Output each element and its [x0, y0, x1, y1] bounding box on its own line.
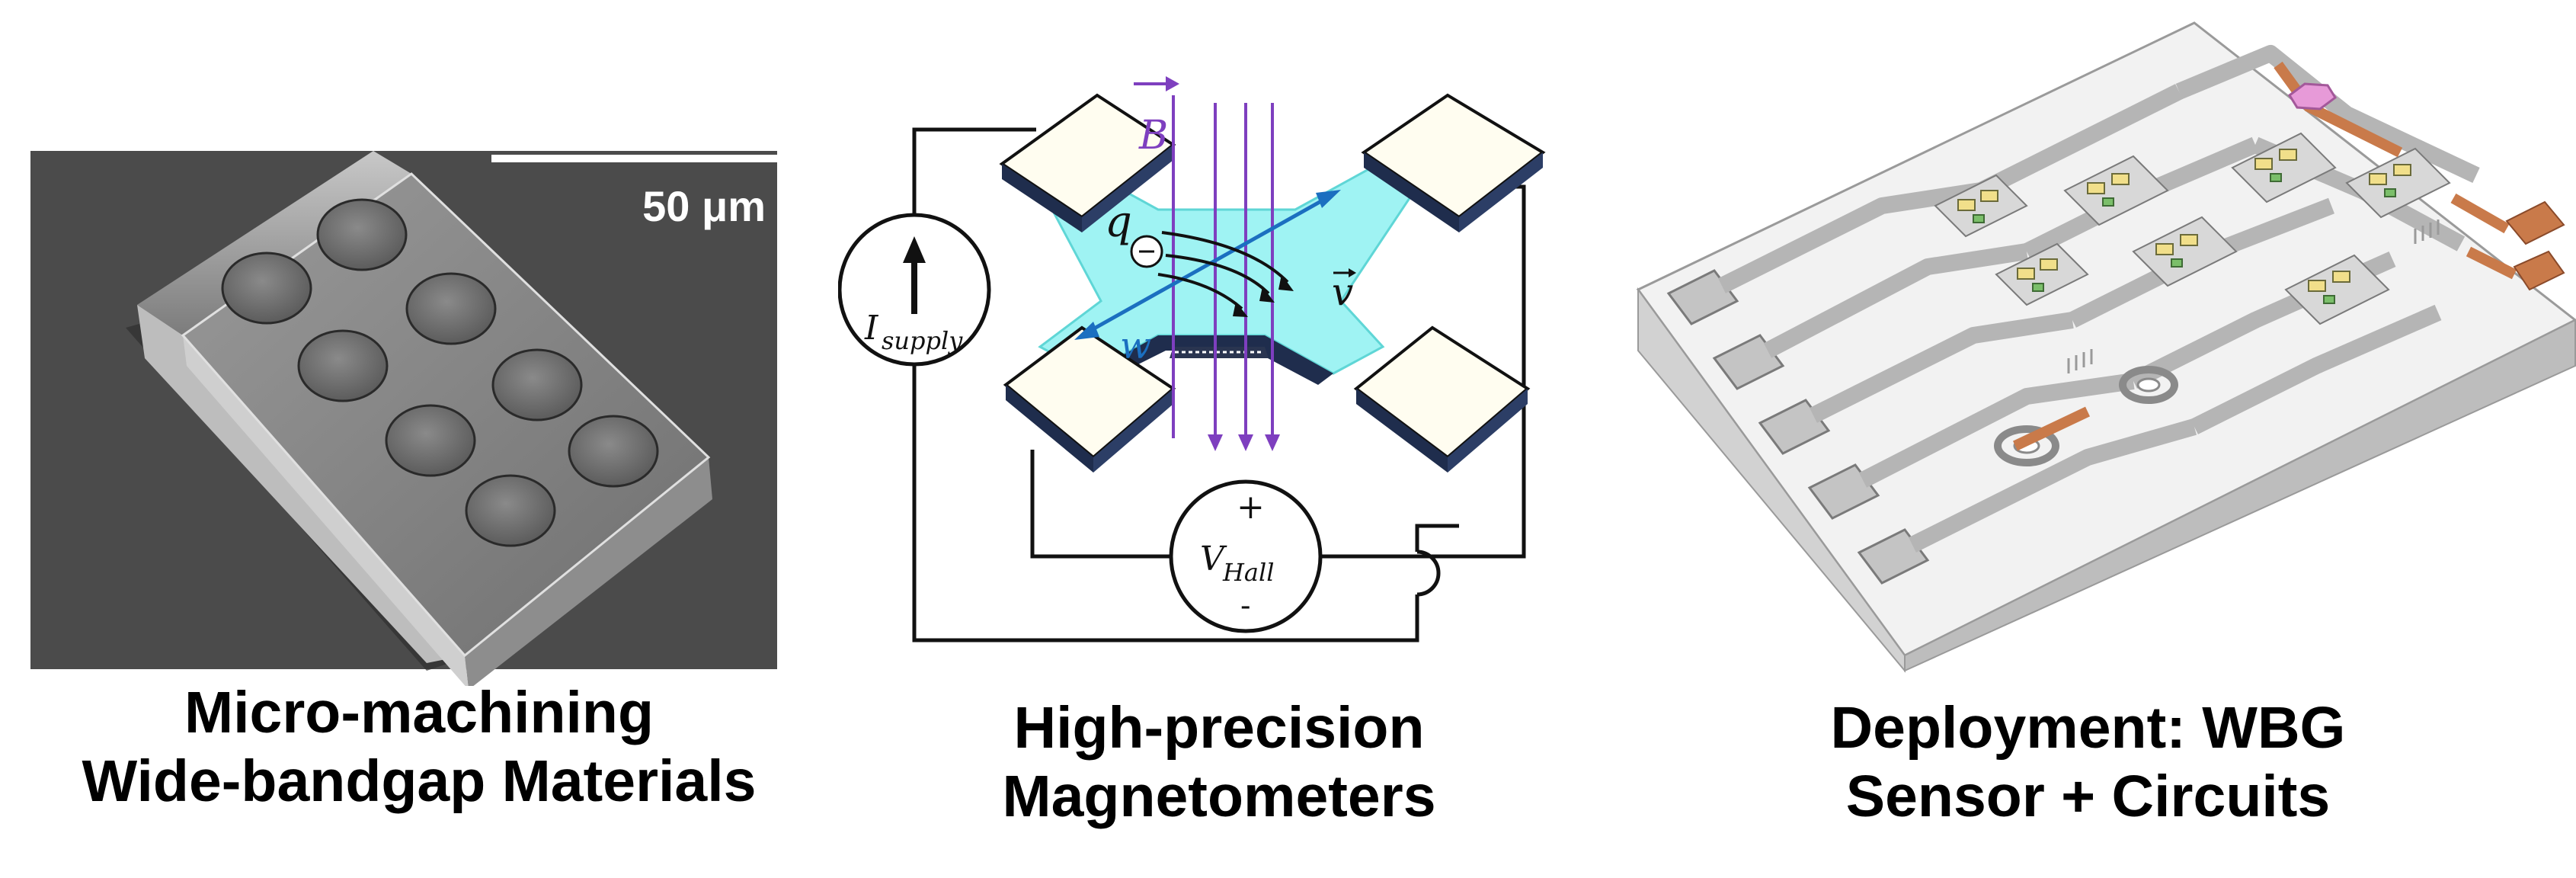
- width-label: w: [1120, 325, 1151, 367]
- voltage-label: V: [1200, 540, 1227, 578]
- voltmeter-plus: +: [1237, 488, 1265, 527]
- panel-magnetometers: I supply: [838, 0, 1600, 878]
- current-subscript: supply: [882, 326, 963, 355]
- pad-bottom-left: [1003, 325, 1176, 473]
- caption-line: Sensor + Circuits: [1845, 764, 2331, 829]
- hall-voltmeter: + V Hall -: [1169, 479, 1323, 633]
- pad-top-left: [999, 93, 1176, 232]
- mesa-right-face: [465, 457, 712, 686]
- contact-pads: [999, 93, 1546, 473]
- substrate-front-side: [1904, 319, 2576, 672]
- voltmeter-minus: -: [1240, 588, 1251, 623]
- field-arrowheads: [1208, 434, 1280, 451]
- velocity-label-group: v: [1332, 268, 1356, 314]
- copper-pads: [2505, 200, 2565, 291]
- mesa-contact-dots: [221, 198, 659, 547]
- bond-pads: [1666, 269, 1930, 585]
- width-arrow: w: [1074, 190, 1341, 367]
- voltage-subscript: Hall: [1222, 558, 1274, 587]
- pad-top-right: [1361, 93, 1546, 232]
- caption-line: High-precision: [1013, 695, 1425, 761]
- carrier-trajectories: [1157, 231, 1289, 310]
- current-source: I supply: [838, 213, 991, 367]
- scale-bar-label: 50 μm: [642, 182, 766, 230]
- sem-micrograph: 50 μm: [30, 151, 777, 686]
- circuit-blocks: [1934, 132, 2451, 325]
- charge-buildup-strip: [1170, 347, 1269, 358]
- panel-micromachining: 50 μm Micro-machining Wide-bandgap Mater…: [0, 0, 838, 878]
- field-B-label: B: [1138, 113, 1168, 159]
- charge-label: q: [1105, 197, 1132, 247]
- caption-line: Deployment: WBG: [1830, 695, 2346, 761]
- field-label: B: [1134, 76, 1179, 159]
- panel-deployment: Deployment: WBG Sensor + Circuits: [1600, 0, 2576, 878]
- charge-carrier: q: [1105, 197, 1163, 268]
- pink-sensor-element: [2287, 82, 2338, 111]
- caption-line: Magnetometers: [1002, 764, 1436, 829]
- caption-deployment: Deployment: WBG Sensor + Circuits: [1600, 694, 2576, 831]
- caption-line: Micro-machining: [184, 680, 654, 745]
- pad-bottom-right: [1353, 325, 1531, 473]
- chip-layout-render: [1636, 21, 2576, 673]
- current-label: I: [864, 309, 879, 348]
- caption-magnetometers: High-precision Magnetometers: [838, 694, 1600, 831]
- metal-traces: [1718, 45, 2480, 553]
- circuit-components: [1957, 149, 2411, 304]
- mesa-back-face: [137, 151, 411, 335]
- caption-micromachining: Micro-machining Wide-bandgap Materials: [0, 678, 838, 816]
- velocity-label: v: [1332, 270, 1353, 314]
- caption-line: Wide-bandgap Materials: [82, 748, 757, 814]
- comb-structures: [2067, 220, 2440, 373]
- hall-sensor-diagram: I supply: [838, 76, 1546, 642]
